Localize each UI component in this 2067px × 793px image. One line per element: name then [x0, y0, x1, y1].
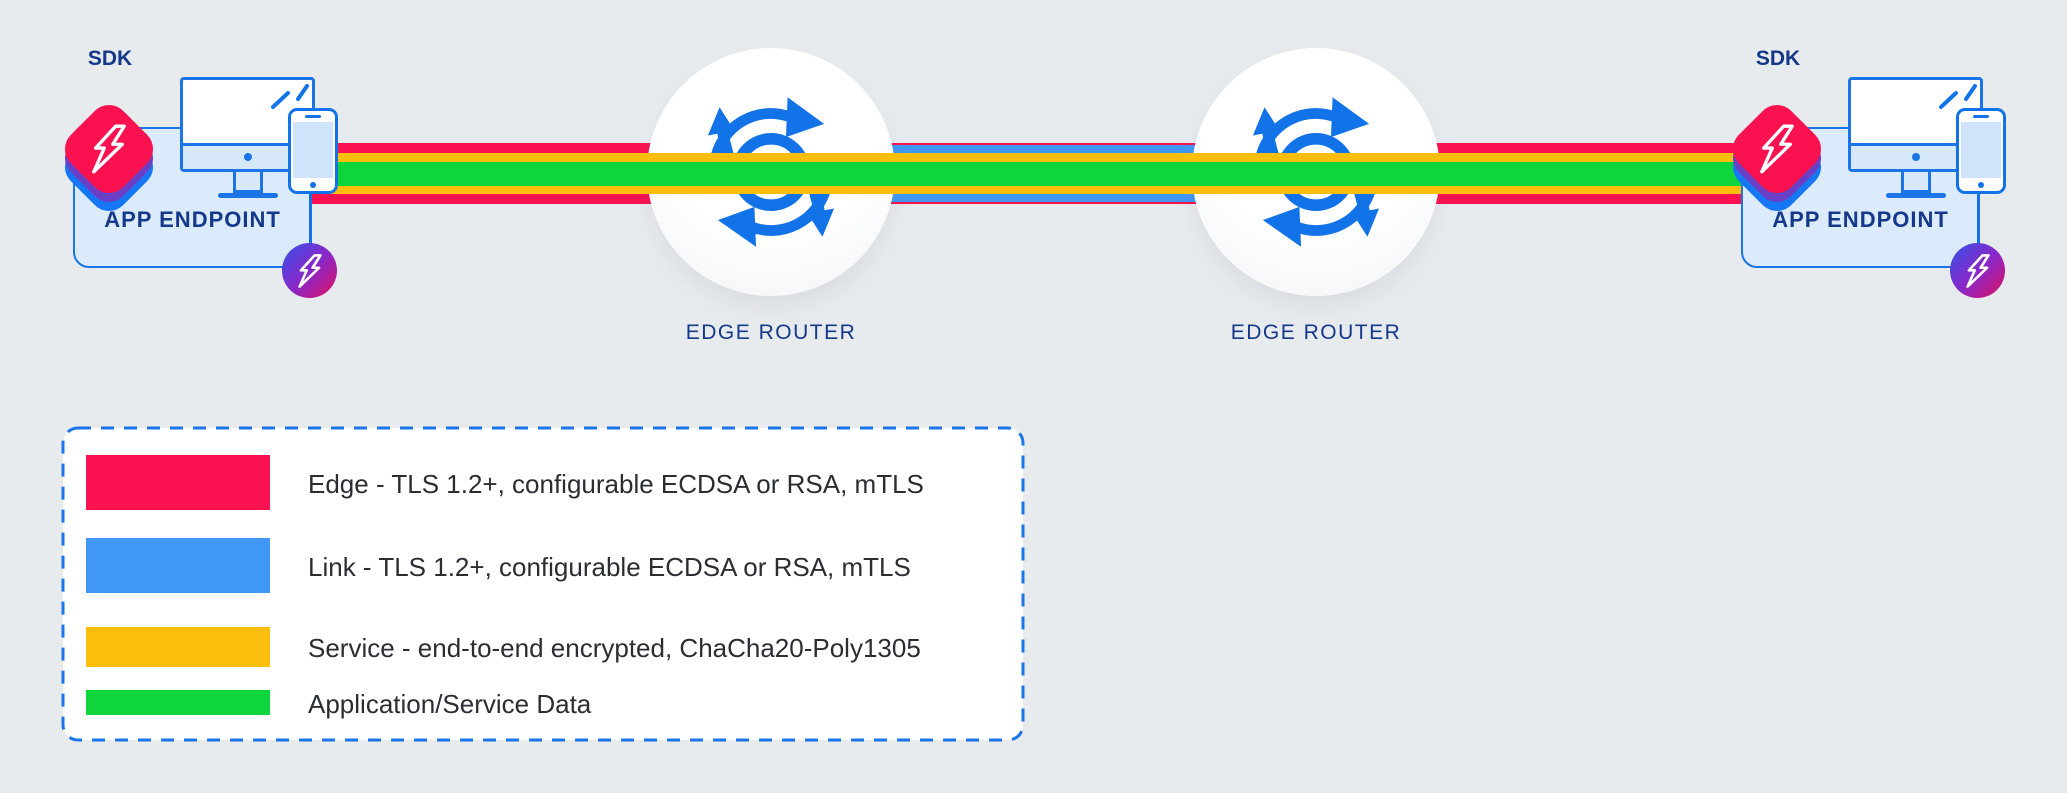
ziti-bolt-icon: [92, 124, 126, 174]
app-endpoint-left: SDK APP ENDPOINT: [50, 45, 350, 305]
signal-marks-icon: [1939, 84, 1977, 109]
phone-icon: [1956, 108, 2006, 194]
legend-swatch-link: [86, 538, 270, 593]
phone-home-dot: [1978, 182, 1984, 188]
legend-label-data: Application/Service Data: [308, 689, 592, 719]
legend-label-service: Service - end-to-end encrypted, ChaCha20…: [308, 633, 921, 663]
monitor-dot: [243, 153, 252, 161]
phone-speaker: [305, 115, 321, 118]
service-band-bottom: [305, 185, 1745, 195]
legend-label-edge: Edge - TLS 1.2+, configurable ECDSA or R…: [308, 469, 924, 499]
phone-screen: [293, 122, 333, 178]
legend-swatch-data: [86, 690, 270, 715]
sdk-label: SDK: [1755, 47, 1801, 70]
app-data-band: [305, 161, 1745, 186]
sdk-stack-icon: [56, 78, 162, 236]
phone-home-dot: [310, 182, 316, 188]
legend-swatch-service: [86, 627, 270, 667]
app-endpoint-right: SDK APP ENDPOINT: [1718, 45, 2018, 305]
phone-badge-connector: [1977, 193, 1980, 251]
monitor-base: [218, 193, 278, 198]
ziti-badge-icon: [282, 243, 337, 298]
sdk-label: SDK: [87, 47, 133, 70]
ziti-badge-icon: [1950, 243, 2005, 298]
edge-router-label-right: EDGE ROUTER: [1230, 321, 1402, 344]
service-band-top: [305, 153, 1745, 162]
legend-label-link: Link - TLS 1.2+, configurable ECDSA or R…: [308, 552, 911, 582]
legend-dashed-border: [61, 426, 1025, 742]
sdk-stack-icon: [1724, 78, 1830, 236]
phone-screen: [1961, 122, 2001, 178]
edge-router-label-left: EDGE ROUTER: [685, 321, 857, 344]
phone-icon: [288, 108, 338, 194]
monitor-stand: [1901, 172, 1931, 193]
ziti-bolt-icon: [1760, 124, 1794, 174]
legend-swatch-edge: [86, 455, 270, 510]
monitor-dot: [1911, 153, 1920, 161]
legend: Edge - TLS 1.2+, configurable ECDSA or R…: [61, 426, 1025, 742]
monitor-stand: [233, 172, 263, 193]
ziti-bolt-icon: [1966, 254, 1990, 288]
ziti-bolt-icon: [298, 254, 322, 288]
phone-badge-connector: [309, 193, 312, 251]
app-endpoint-label: APP ENDPOINT: [1772, 207, 1949, 232]
phone-speaker: [1973, 115, 1989, 118]
monitor-icon: [1848, 77, 1983, 172]
signal-marks-icon: [271, 84, 309, 109]
monitor-base: [1886, 193, 1946, 198]
app-endpoint-label: APP ENDPOINT: [104, 207, 281, 232]
